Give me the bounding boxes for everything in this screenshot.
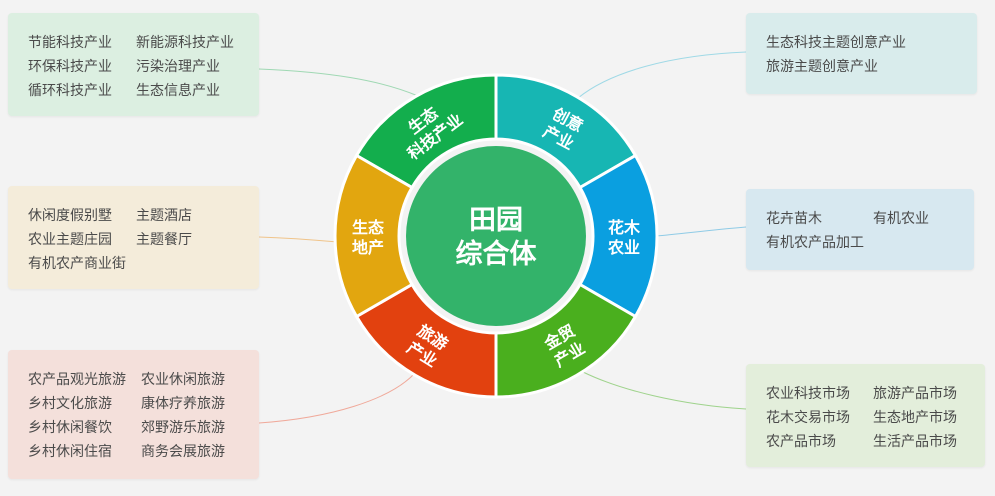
- box-row: 有机农产品加工: [766, 231, 954, 255]
- box-item: 生态科技主题创意产业: [766, 35, 906, 51]
- box-item: 旅游产品市场: [873, 386, 957, 402]
- connector-top-left: [258, 68, 419, 97]
- center-title-line2: 综合体: [456, 238, 538, 270]
- box-item: 农业休闲旅游: [141, 372, 225, 388]
- connector-lines: [258, 51, 747, 424]
- box-item: 乡村休闲住宿: [28, 444, 112, 460]
- box-row: 花木交易市场 生态地产市场: [766, 406, 965, 430]
- box-item: 有机农产商业街: [28, 256, 126, 272]
- box-item: 康体疗养旅游: [141, 396, 225, 412]
- eco-realestate-box: 休闲度假别墅 主题酒店农业主题庄园 主题餐厅有机农产商业街: [8, 186, 259, 289]
- creative-industry-box: 生态科技主题创意产业旅游主题创意产业: [746, 13, 977, 94]
- connector-bottom-left: [258, 372, 416, 424]
- box-item: 农产品观光旅游: [28, 372, 126, 388]
- box-row: 农产品市场 生活产品市场: [766, 430, 965, 454]
- center-title-line1: 田园: [469, 205, 523, 236]
- box-row: 农业科技市场 旅游产品市场: [766, 382, 965, 406]
- segment-flower-agri-label-line2: 农业: [607, 238, 640, 257]
- box-row: 乡村休闲餐饮 郊野游乐旅游: [28, 416, 239, 440]
- connector-mid-left: [258, 236, 339, 243]
- box-item: 花卉苗木: [766, 211, 822, 227]
- box-row: 乡村休闲住宿 商务会展旅游: [28, 440, 239, 464]
- connector-top-right: [577, 51, 747, 99]
- box-row: 生态科技主题创意产业: [766, 31, 957, 55]
- box-item: 乡村休闲餐饮: [28, 420, 112, 436]
- segment-flower-agri-label-line1: 花木: [608, 218, 641, 237]
- box-item: 农业主题庄园: [28, 232, 112, 248]
- connector-mid-right: [655, 226, 747, 237]
- box-item: 生活产品市场: [873, 434, 957, 450]
- eco-tech-industry-box: 节能科技产业 新能源科技产业环保科技产业 污染治理产业循环科技产业 生态信息产业: [8, 13, 259, 116]
- box-row: 花卉苗木 有机农业: [766, 207, 954, 231]
- box-row: 旅游主题创意产业: [766, 55, 957, 79]
- box-item: 环保科技产业: [28, 59, 112, 75]
- box-row: 节能科技产业 新能源科技产业: [28, 31, 239, 55]
- tourism-industry-box: 农产品观光旅游农业休闲旅游乡村文化旅游康体疗养旅游乡村休闲餐饮郊野游乐旅游乡村休…: [8, 350, 259, 479]
- box-item: 节能科技产业: [28, 35, 112, 51]
- segment-eco-realestate-label-line1: 生态: [352, 218, 384, 237]
- box-item: 农业科技市场: [766, 386, 850, 402]
- box-item: 主题餐厅: [136, 232, 192, 248]
- box-row: 有机农产商业街: [28, 252, 239, 276]
- center-circle: [406, 146, 586, 326]
- segment-eco-realestate: [333, 153, 415, 319]
- box-item: 有机农产品加工: [766, 235, 864, 251]
- segment-eco-realestate-label-line2: 地产: [352, 238, 384, 257]
- flower-agriculture-box: 花卉苗木 有机农业有机农产品加工: [746, 189, 974, 270]
- box-item: 生态地产市场: [873, 410, 957, 426]
- box-item: 新能源科技产业: [136, 35, 234, 51]
- box-item: 生态信息产业: [136, 83, 220, 99]
- box-row: 休闲度假别墅 主题酒店: [28, 204, 239, 228]
- box-item: 郊野游乐旅游: [141, 420, 225, 436]
- trade-industry-box: 农业科技市场 旅游产品市场花木交易市场 生态地产市场农产品市场 生活产品市场: [746, 364, 985, 467]
- segment-eco-realestate-label: 生态地产: [352, 218, 384, 257]
- box-row: 乡村文化旅游 康体疗养旅游: [28, 392, 239, 416]
- box-row: 农业主题庄园 主题餐厅: [28, 228, 239, 252]
- connector-bottom-right: [582, 371, 747, 410]
- box-item: 主题酒店: [136, 208, 192, 224]
- box-item: 污染治理产业: [136, 59, 220, 75]
- box-row: 循环科技产业 生态信息产业: [28, 79, 239, 103]
- box-row: 环保科技产业 污染治理产业: [28, 55, 239, 79]
- box-item: 旅游主题创意产业: [766, 59, 878, 75]
- box-item: 农产品市场: [766, 434, 836, 450]
- box-item: 花木交易市场: [766, 410, 850, 426]
- box-item: 商务会展旅游: [141, 444, 225, 460]
- box-row: 农产品观光旅游农业休闲旅游: [28, 368, 239, 392]
- box-item: 有机农业: [873, 211, 929, 227]
- box-item: 休闲度假别墅: [28, 208, 112, 224]
- box-item: 循环科技产业: [28, 83, 112, 99]
- box-item: 乡村文化旅游: [28, 396, 112, 412]
